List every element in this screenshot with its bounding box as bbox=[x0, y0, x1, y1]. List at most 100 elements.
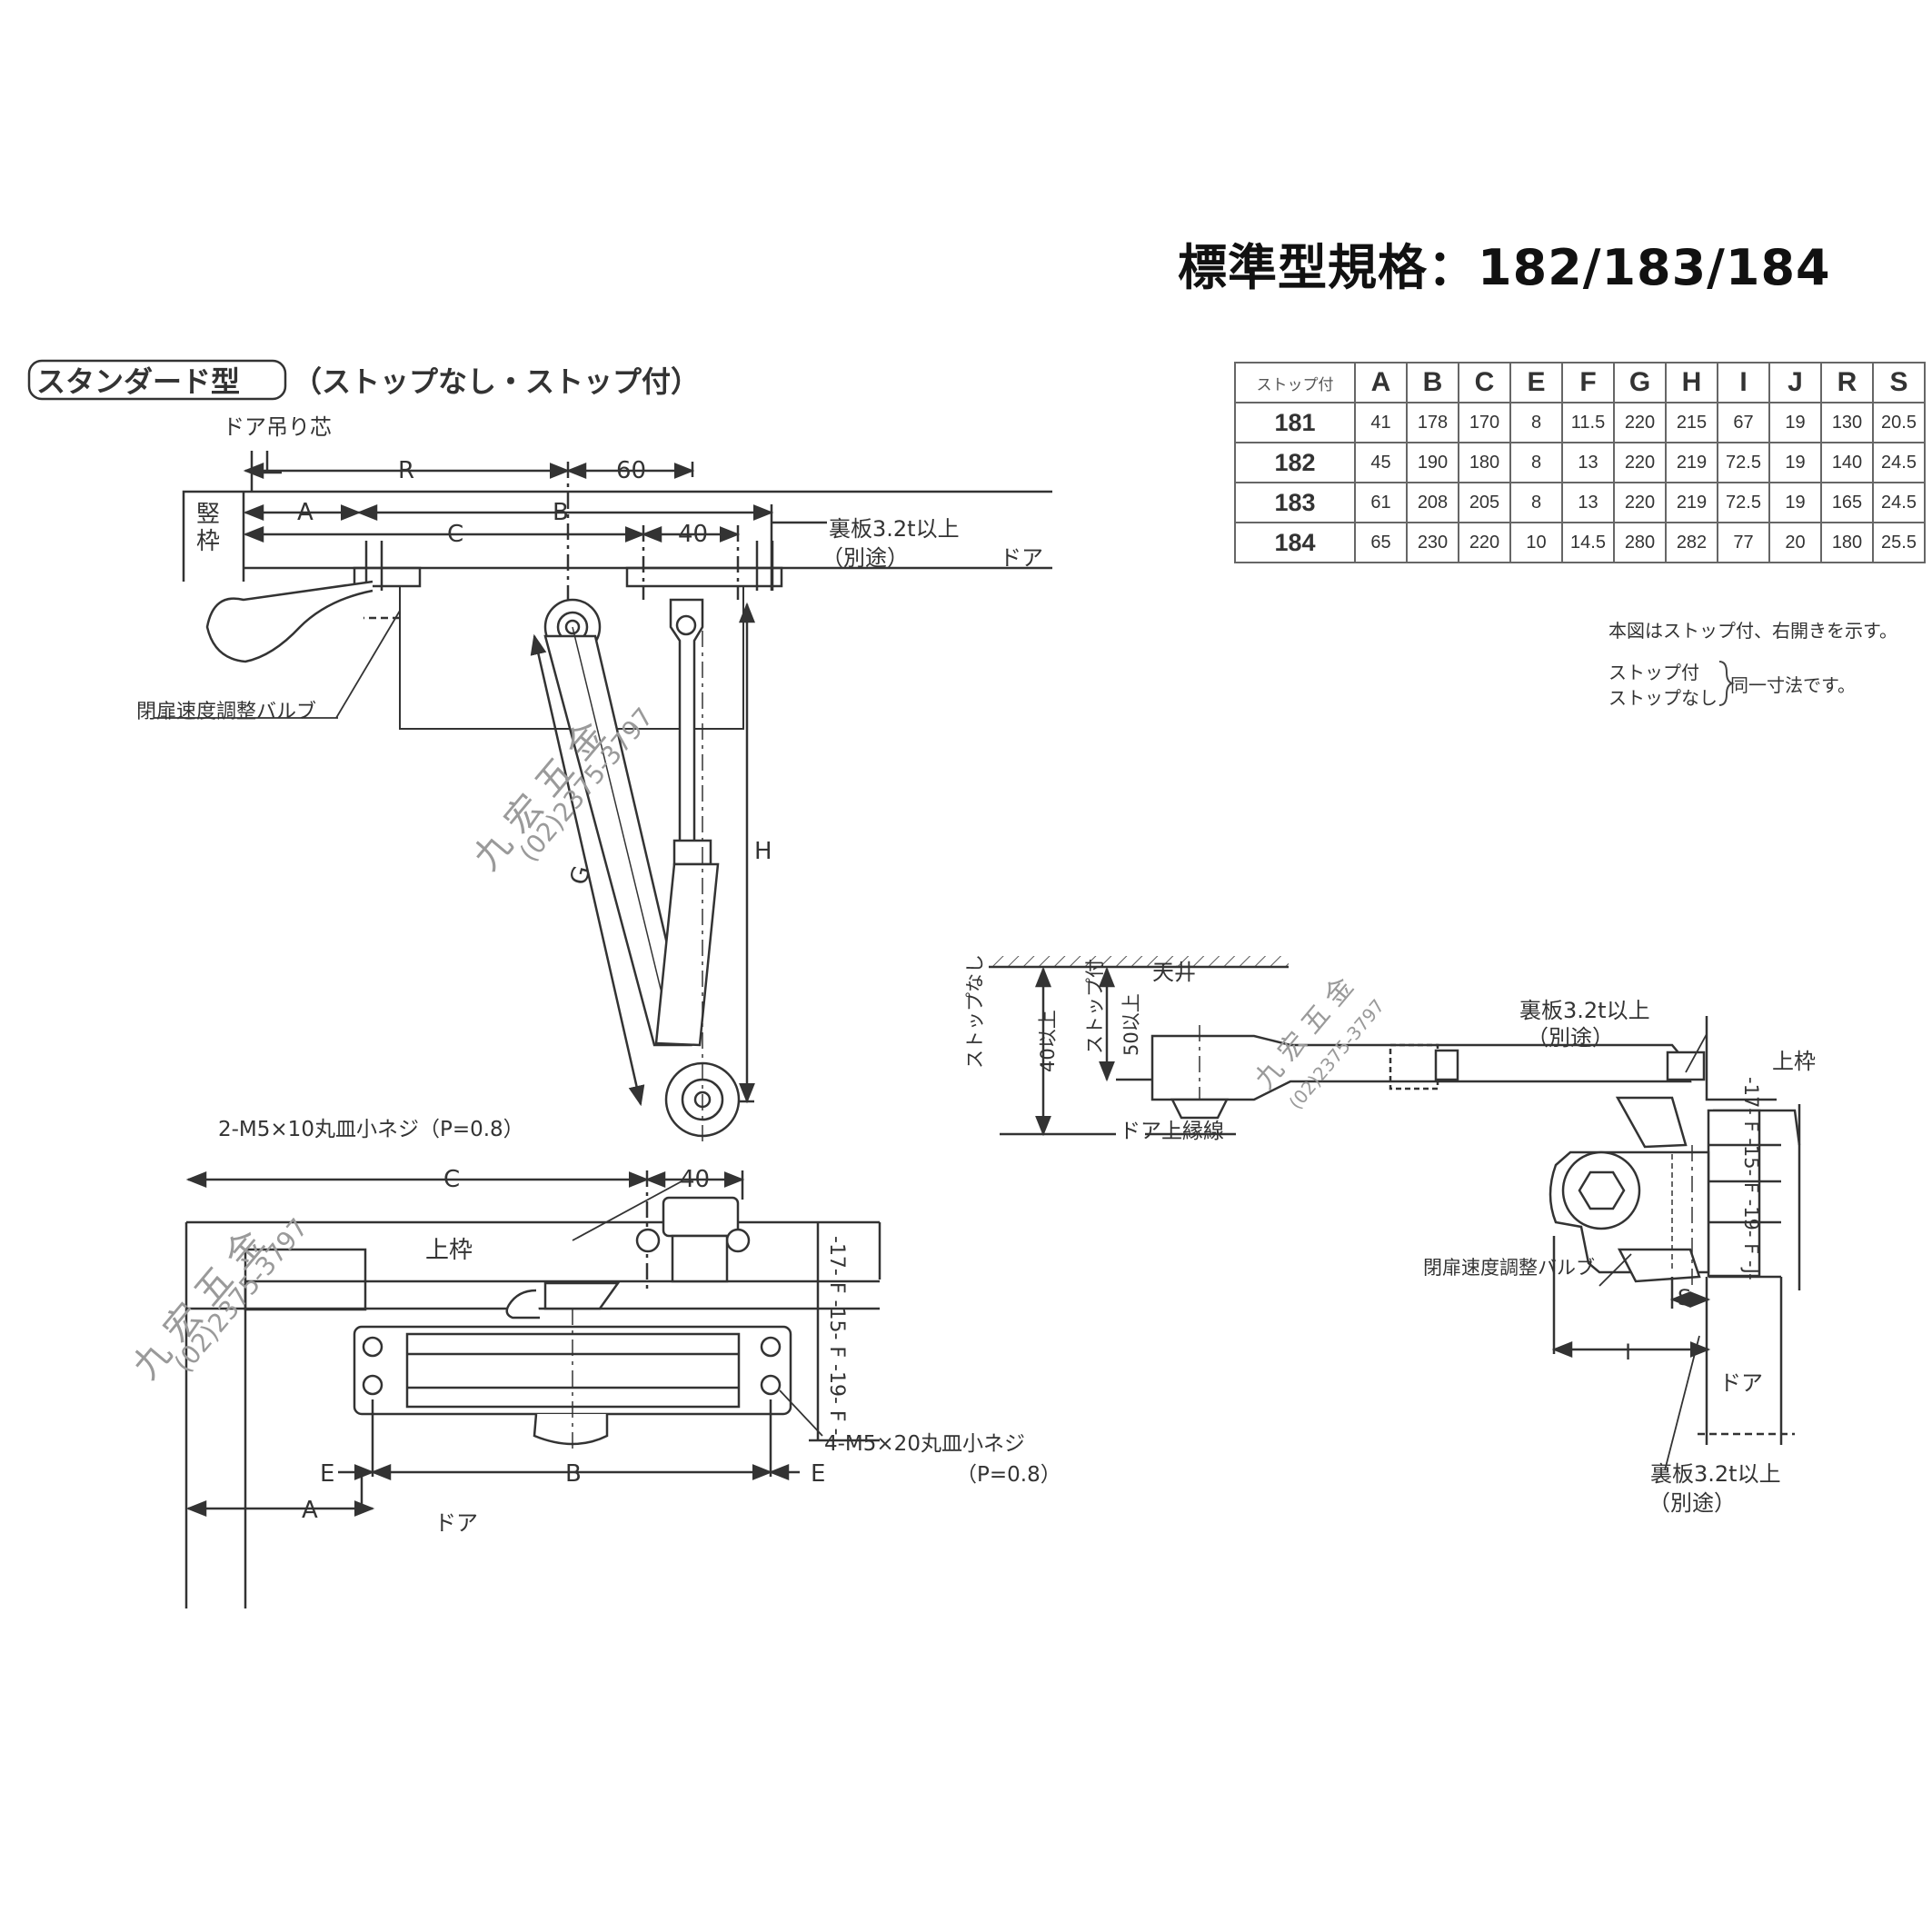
spec-cell: 20 bbox=[1768, 522, 1822, 563]
spec-cell: 205 bbox=[1458, 482, 1511, 523]
spec-model: 183 bbox=[1234, 482, 1356, 523]
spec-cell: 19 bbox=[1768, 442, 1822, 483]
spec-cell: 8 bbox=[1509, 402, 1563, 443]
dim-s-label: S bbox=[1678, 1285, 1691, 1310]
with-stop-dim: 50以上 bbox=[1120, 993, 1142, 1056]
screw-bottom-label: 4-M5×20丸皿小ネジ bbox=[824, 1432, 1025, 1456]
note-brace bbox=[1718, 661, 1736, 706]
spec-cell: 13 bbox=[1561, 442, 1615, 483]
spec-header-row: ストップ付 A B C E F G H I J R S bbox=[1234, 362, 1926, 403]
spec-cell: 24.5 bbox=[1872, 442, 1926, 483]
spec-cell: 72.5 bbox=[1717, 442, 1770, 483]
door-label: ドア bbox=[1719, 1370, 1763, 1396]
spec-cell: 220 bbox=[1613, 402, 1667, 443]
dim-b-label: B bbox=[565, 1460, 582, 1488]
valve-label: 閉扉速度調整バルブ bbox=[1423, 1257, 1595, 1279]
spec-header: G bbox=[1613, 362, 1667, 403]
no-stop-dim: 40以上 bbox=[1037, 1010, 1059, 1072]
spec-cell: 165 bbox=[1820, 482, 1874, 523]
spec-header: J bbox=[1768, 362, 1822, 403]
spec-cell: 220 bbox=[1613, 442, 1667, 483]
spec-header: B bbox=[1406, 362, 1459, 403]
backplate-label: 裏板3.2t以上 bbox=[1519, 998, 1650, 1023]
spec-cell: 19 bbox=[1768, 482, 1822, 523]
spec-header: A bbox=[1354, 362, 1408, 403]
separate-label-2: （別途） bbox=[1648, 1490, 1736, 1516]
spec-header: C bbox=[1458, 362, 1511, 403]
spec-cell: 20.5 bbox=[1872, 402, 1926, 443]
spec-model: 182 bbox=[1234, 442, 1356, 483]
spec-cell: 41 bbox=[1354, 402, 1408, 443]
note-no-stop-type: ストップなし bbox=[1608, 687, 1718, 709]
spec-cell: 230 bbox=[1406, 522, 1459, 563]
pitch-label: （P=0.8） bbox=[956, 1463, 1061, 1487]
section-title-frame bbox=[27, 359, 287, 401]
spec-cell: 190 bbox=[1406, 442, 1459, 483]
spec-cell: 77 bbox=[1717, 522, 1770, 563]
door-label: ドア bbox=[434, 1510, 478, 1536]
section-title: スタンダード型 bbox=[36, 364, 240, 399]
backplate-label: 裏板3.2t以上 bbox=[829, 516, 960, 542]
page-title: 標準型規格：182/183/184 bbox=[1178, 239, 1831, 296]
dim-c-label: C bbox=[447, 521, 463, 548]
dim-a-label: A bbox=[297, 499, 314, 526]
spec-cell: 220 bbox=[1613, 482, 1667, 523]
note-figure-description: 本図はストップ付、右開きを示す。 bbox=[1608, 620, 1897, 642]
spec-header: F bbox=[1561, 362, 1615, 403]
spec-cell: 282 bbox=[1665, 522, 1718, 563]
spec-cell: 11.5 bbox=[1561, 402, 1615, 443]
vertical-dims: -17- F -15- F -19- F -J- bbox=[1740, 1077, 1762, 1280]
spec-header: S bbox=[1872, 362, 1926, 403]
spec-header: R bbox=[1820, 362, 1874, 403]
front-view bbox=[184, 1170, 881, 1608]
spec-cell: 25.5 bbox=[1872, 522, 1926, 563]
spec-cell: 8 bbox=[1509, 482, 1563, 523]
spec-header: I bbox=[1717, 362, 1770, 403]
dim-b-label: B bbox=[553, 499, 569, 526]
frame-label: 上枠 bbox=[1772, 1049, 1816, 1074]
note-stop-type: ストップ付 bbox=[1608, 662, 1699, 683]
spec-cell: 10 bbox=[1509, 522, 1563, 563]
spec-cell: 215 bbox=[1665, 402, 1718, 443]
dim-e-left-label: E bbox=[320, 1460, 334, 1488]
dim-e-right-label: E bbox=[811, 1460, 825, 1488]
ceiling-label: 天井 bbox=[1152, 960, 1196, 985]
spec-cell: 14.5 bbox=[1561, 522, 1615, 563]
top-view bbox=[27, 359, 1052, 1145]
dim-i-label: I bbox=[1625, 1339, 1631, 1365]
spec-cell: 8 bbox=[1509, 442, 1563, 483]
spec-cell: 180 bbox=[1820, 522, 1874, 563]
spec-row: 184 65 230 220 10 14.5 280 282 77 20 180… bbox=[1234, 522, 1926, 563]
spec-header: E bbox=[1509, 362, 1563, 403]
dim-40-label: 40 bbox=[680, 1166, 710, 1193]
frame-label: 上枠 bbox=[425, 1237, 473, 1264]
valve-label: 閉扉速度調整バルブ bbox=[136, 701, 316, 723]
with-stop-label: ストップ付 bbox=[1084, 959, 1106, 1054]
side-view bbox=[989, 956, 1801, 1471]
spec-cell: 130 bbox=[1820, 402, 1874, 443]
backplate-label-2: 裏板3.2t以上 bbox=[1650, 1461, 1781, 1487]
spec-corner-label: ストップ付 bbox=[1234, 362, 1356, 403]
dim-c-label: C bbox=[443, 1166, 460, 1193]
dim-g-label: G bbox=[565, 863, 596, 888]
spec-cell: 280 bbox=[1613, 522, 1667, 563]
spec-cell: 140 bbox=[1820, 442, 1874, 483]
spec-model: 184 bbox=[1234, 522, 1356, 563]
spec-cell: 220 bbox=[1458, 522, 1511, 563]
spec-cell: 65 bbox=[1354, 522, 1408, 563]
spec-row: 181 41 178 170 8 11.5 220 215 67 19 130 … bbox=[1234, 402, 1926, 443]
dim-h-label: H bbox=[754, 838, 772, 865]
spec-cell: 24.5 bbox=[1872, 482, 1926, 523]
jamb-label-2: 枠 bbox=[196, 528, 220, 555]
note-same-dimensions: 同一寸法です。 bbox=[1730, 674, 1856, 696]
spec-table: ストップ付 A B C E F G H I J R S 181 41 178 1… bbox=[1234, 362, 1926, 563]
spec-row: 183 61 208 205 8 13 220 219 72.5 19 165 … bbox=[1234, 482, 1926, 523]
spec-row: 182 45 190 180 8 13 220 219 72.5 19 140 … bbox=[1234, 442, 1926, 483]
section-subtitle: （ストップなし・ストップ付） bbox=[293, 364, 700, 399]
jamb-label-1: 竪 bbox=[196, 501, 220, 528]
hinge-label: ドア吊り芯 bbox=[223, 414, 332, 440]
vertical-dims: -17- F -15- F -19- F - bbox=[825, 1236, 848, 1435]
no-stop-label: ストップなし bbox=[964, 954, 986, 1069]
